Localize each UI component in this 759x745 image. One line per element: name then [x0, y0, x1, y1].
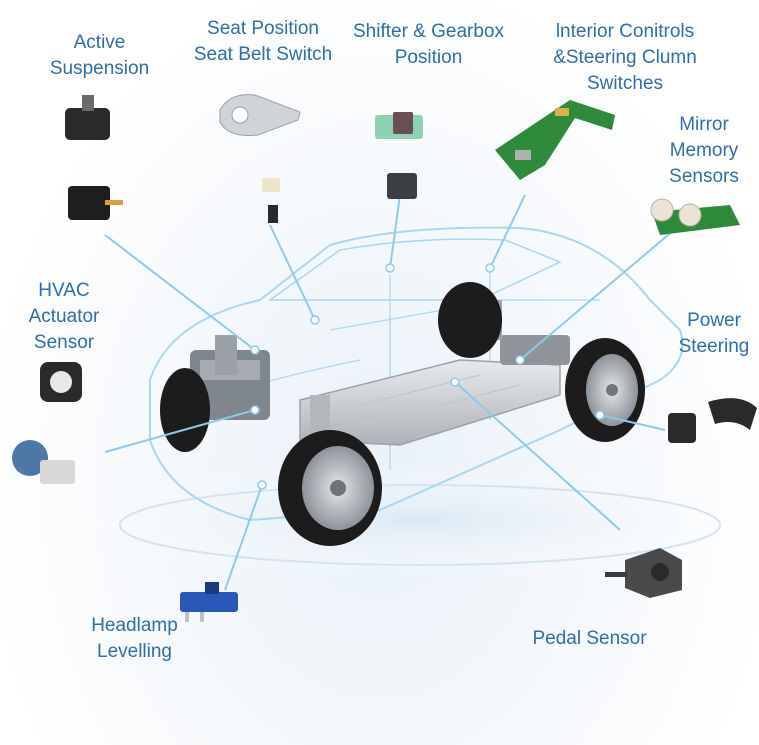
leader-pedal	[454, 381, 621, 531]
wheel-front-right	[278, 430, 382, 546]
label-line: Position	[394, 47, 463, 68]
label-pedal: Pedal Sensor	[522, 626, 657, 652]
leader-lines	[104, 194, 681, 591]
rear-axle	[490, 300, 570, 365]
label-line: Shifter & Gearbox	[352, 21, 505, 42]
label-power-steering: Power Steering	[672, 308, 756, 360]
leader-mirror	[519, 224, 681, 361]
label-hvac: HVAC Actuator Sensor	[20, 278, 108, 356]
label-line: Memory	[669, 140, 739, 161]
leader-active-suspension	[104, 234, 256, 351]
pedal-sensor-icon	[605, 548, 682, 598]
floor-glow	[60, 460, 759, 580]
label-line: Headlamp	[91, 615, 178, 636]
label-line: Suspension	[49, 58, 150, 79]
pcb-switch-icon	[495, 100, 615, 180]
label-line: Seat Belt Switch	[193, 44, 333, 65]
label-headlamp: Headlamp Levelling	[82, 613, 187, 665]
label-line: Sensor	[33, 332, 95, 353]
leader-shifter	[389, 194, 401, 269]
wheel-front-left	[160, 368, 210, 452]
label-line: Actuator	[28, 306, 100, 327]
shifter-sensor-icon	[375, 112, 423, 199]
label-mirror-memory: Mirror Memory Sensors	[660, 112, 748, 190]
wheel-rear-left	[438, 282, 502, 358]
suspension-sensor-icon	[65, 95, 123, 220]
leader-power-steering	[599, 414, 666, 431]
leader-hvac	[104, 409, 256, 453]
leader-interior	[489, 194, 526, 269]
mirror-sensor-icon	[650, 198, 740, 235]
leader-dots	[250, 263, 605, 490]
hvac-sensor-icon	[12, 362, 82, 484]
label-active-suspension: Active Suspension	[42, 30, 157, 82]
leader-headlamp	[224, 484, 263, 591]
label-line: &Steering Clumn	[553, 47, 697, 68]
wheel-rear-right	[565, 338, 645, 442]
seat-sensor-icon	[219, 94, 301, 223]
label-line: Sensors	[669, 166, 739, 187]
label-line: Levelling	[97, 641, 172, 662]
label-line: Pedal Sensor	[532, 628, 647, 649]
label-interior-controls: lnterior Conitrols &Steering Clumn Switc…	[540, 19, 710, 97]
front-drivetrain	[190, 335, 330, 440]
headlamp-sensor-icon	[180, 582, 238, 622]
leader-seat	[269, 224, 316, 321]
label-line: HVAC	[38, 280, 90, 301]
label-seat-position: Seat Position Seat Belt Switch	[188, 16, 338, 68]
power-steering-sensor-icon	[668, 398, 757, 443]
label-line: lnterior Conitrols	[555, 21, 695, 42]
label-line: Seat Position	[207, 18, 319, 39]
label-shifter: Shifter & Gearbox Position	[346, 19, 511, 71]
label-line: Mirror	[679, 114, 729, 135]
label-line: Power	[687, 310, 741, 331]
label-line: Switches	[586, 73, 664, 94]
label-line: Active	[73, 32, 126, 53]
floor-ring	[119, 484, 721, 566]
label-line: Steering	[678, 336, 750, 357]
